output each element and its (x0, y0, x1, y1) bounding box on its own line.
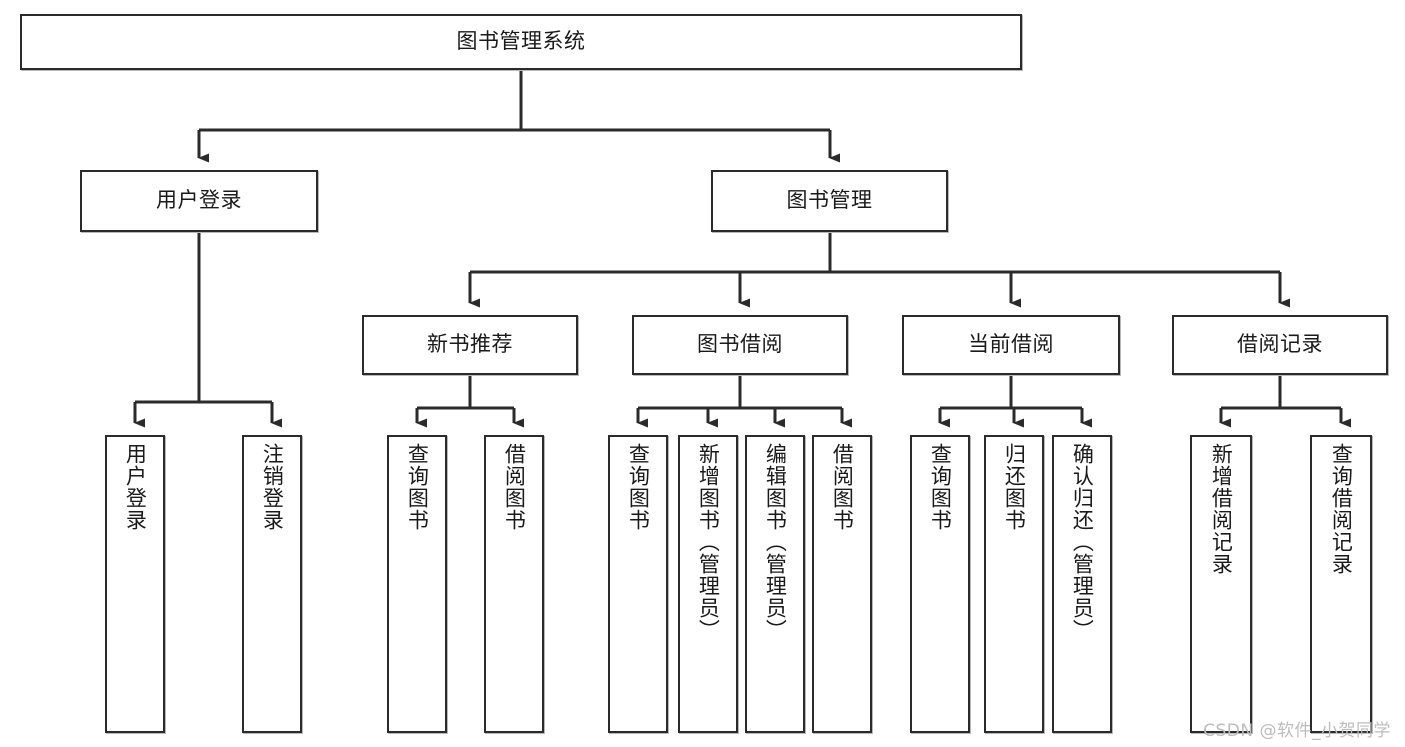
node-leaf-user-login[interactable]: 用户登录 (105, 435, 165, 733)
node-user-login-label: 用户登录 (156, 188, 242, 213)
node-leaf-logout-login[interactable]: 注销登录 (242, 435, 302, 733)
node-leaf-return-book[interactable]: 归还图书 (984, 435, 1044, 733)
node-leaf-query-book-2-label: 查询图书 (626, 443, 651, 531)
node-leaf-query-book-1-label: 查询图书 (405, 443, 430, 531)
node-current-borrow[interactable]: 当前借阅 (902, 315, 1120, 375)
node-leaf-borrow-book-1[interactable]: 借阅图书 (484, 435, 544, 733)
node-leaf-edit-book[interactable]: 编辑图书（管理员） (745, 435, 805, 733)
node-leaf-add-borrow-record[interactable]: 新增借阅记录 (1190, 435, 1252, 733)
node-leaf-borrow-book-1-label: 借阅图书 (502, 443, 527, 531)
node-leaf-query-book-2[interactable]: 查询图书 (608, 435, 668, 733)
node-leaf-logout-login-label: 注销登录 (260, 443, 285, 531)
node-leaf-confirm-return-label: 确认归还（管理员） (1070, 443, 1095, 641)
node-leaf-query-borrow-record[interactable]: 查询借阅记录 (1310, 435, 1372, 733)
node-leaf-borrow-book-2-label: 借阅图书 (830, 443, 855, 531)
node-borrow-record[interactable]: 借阅记录 (1172, 315, 1388, 375)
node-leaf-borrow-book-2[interactable]: 借阅图书 (812, 435, 872, 733)
node-leaf-user-login-label: 用户登录 (123, 443, 148, 531)
node-leaf-return-book-label: 归还图书 (1002, 443, 1027, 531)
node-leaf-query-book-3-label: 查询图书 (928, 443, 953, 531)
node-leaf-edit-book-label: 编辑图书（管理员） (763, 443, 788, 641)
node-user-login[interactable]: 用户登录 (80, 170, 318, 232)
node-leaf-query-borrow-record-label: 查询借阅记录 (1329, 443, 1354, 575)
node-leaf-add-borrow-record-label: 新增借阅记录 (1209, 443, 1234, 575)
watermark-text: CSDN @软件_小贺同学 (1203, 721, 1391, 741)
node-root-label: 图书管理系统 (456, 29, 586, 54)
node-leaf-add-book-label: 新增图书（管理员） (696, 443, 721, 641)
node-new-book-recommend[interactable]: 新书推荐 (362, 315, 578, 375)
node-book-borrow[interactable]: 图书借阅 (632, 315, 848, 375)
node-new-book-recommend-label: 新书推荐 (427, 332, 513, 357)
node-leaf-add-book[interactable]: 新增图书（管理员） (678, 435, 738, 733)
node-book-management-label: 图书管理 (786, 188, 873, 213)
node-leaf-query-book-3[interactable]: 查询图书 (910, 435, 970, 733)
node-book-management[interactable]: 图书管理 (711, 170, 948, 232)
node-leaf-query-book-1[interactable]: 查询图书 (387, 435, 447, 733)
node-root[interactable]: 图书管理系统 (20, 14, 1022, 70)
node-current-borrow-label: 当前借阅 (968, 332, 1054, 357)
node-leaf-confirm-return[interactable]: 确认归还（管理员） (1052, 435, 1112, 733)
node-book-borrow-label: 图书借阅 (697, 332, 783, 357)
node-borrow-record-label: 借阅记录 (1237, 332, 1323, 357)
